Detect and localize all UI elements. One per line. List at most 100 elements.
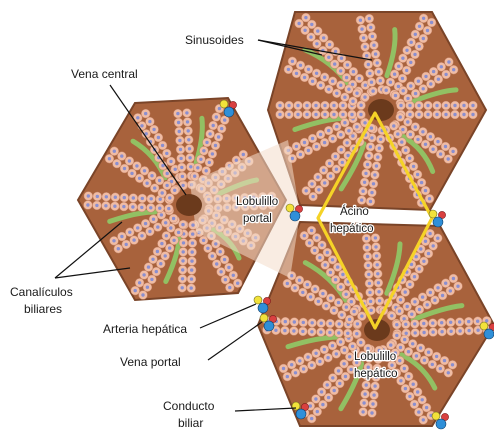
hepatocyte-nucleus	[414, 331, 417, 334]
hepatocyte-nucleus	[425, 406, 428, 409]
hepatocyte-nucleus	[341, 113, 344, 116]
hepatocyte-nucleus	[142, 273, 145, 276]
hepatocyte-nucleus	[441, 294, 444, 297]
hepatocyte-nucleus	[236, 282, 239, 285]
hepatocyte-nucleus	[400, 140, 403, 143]
hepatocyte-nucleus	[369, 300, 372, 303]
hepatocyte-nucleus	[399, 115, 402, 118]
hepatocyte-nucleus	[339, 84, 342, 87]
hepatocyte-nucleus	[360, 198, 363, 201]
hepatocyte-nucleus	[332, 113, 335, 116]
hepatocyte-nucleus	[369, 200, 372, 203]
hepatocyte-nucleus	[304, 16, 307, 19]
hepatocyte-nucleus	[324, 263, 327, 266]
hepatocyte-nucleus	[293, 320, 296, 323]
hepatocyte-nucleus	[205, 169, 208, 172]
hepatocyte-nucleus	[393, 73, 396, 76]
portal-vein-circle	[296, 409, 306, 419]
hepatocyte-nucleus	[405, 69, 408, 72]
hepatocyte-nucleus	[114, 196, 117, 199]
hepatocyte-nucleus	[406, 305, 409, 308]
hepatocyte-nucleus	[370, 411, 373, 414]
hepatocyte-nucleus	[132, 238, 135, 241]
hepatocyte-nucleus	[378, 299, 381, 302]
hepatocyte-nucleus	[313, 249, 316, 252]
label-lobulillo-hepatico-line2: hepático	[354, 368, 397, 380]
hepatocyte-nucleus	[363, 95, 366, 98]
hepatocyte-nucleus	[428, 232, 431, 235]
hepatocyte-nucleus	[370, 309, 373, 312]
hepatocyte-nucleus	[429, 291, 432, 294]
hepatocyte-nucleus	[327, 129, 330, 132]
hepatocyte-nucleus	[366, 347, 369, 350]
hepatocyte-nucleus	[202, 239, 205, 242]
hepatocyte-nucleus	[367, 264, 370, 267]
hepatocyte-nucleus	[178, 130, 181, 133]
hepatocyte-nucleus	[418, 267, 421, 270]
hepatocyte-nucleus	[332, 309, 335, 312]
hepatocyte-nucleus	[337, 301, 340, 304]
hepatocyte-nucleus	[414, 92, 417, 95]
hepatocyte-nucleus	[136, 116, 139, 119]
hepatocyte-nucleus	[370, 126, 373, 129]
portal-vein-circle	[433, 217, 443, 227]
hepatocyte-nucleus	[451, 150, 454, 153]
hepatocyte-nucleus	[335, 352, 338, 355]
hepatocyte-nucleus	[417, 113, 420, 116]
label-conducto-line2: biliar	[178, 416, 203, 430]
hepatocyte-nucleus	[373, 384, 376, 387]
hepatocyte-nucleus	[219, 250, 222, 253]
hepatocyte-nucleus	[164, 254, 167, 257]
hepatocyte-nucleus	[447, 157, 450, 160]
label-vena-central: Vena central	[71, 67, 138, 81]
hepatocyte-nucleus	[416, 390, 419, 393]
hepatocyte-nucleus	[328, 162, 331, 165]
hepatocyte-nucleus	[436, 237, 439, 240]
hepatocyte-nucleus	[397, 65, 400, 68]
hepatocyte-nucleus	[144, 222, 147, 225]
hepatocyte-nucleus	[164, 221, 167, 224]
hepatocyte-nucleus	[155, 270, 158, 273]
hepatocyte-nucleus	[320, 243, 323, 246]
hepatocyte-nucleus	[426, 113, 429, 116]
hepatocyte-nucleus	[131, 205, 134, 208]
hepatocyte-nucleus	[310, 417, 313, 420]
hepatocyte-nucleus	[319, 133, 322, 136]
hepatocyte-nucleus	[424, 143, 427, 146]
hepatocyte-nucleus	[120, 154, 123, 157]
hepatocyte-nucleus	[415, 354, 418, 357]
hepatocyte-nucleus	[407, 350, 410, 353]
hepatocyte-nucleus	[151, 258, 154, 261]
hepatocyte-nucleus	[453, 104, 456, 107]
hepatocyte-nucleus	[372, 44, 375, 47]
hepatocyte-nucleus	[444, 113, 447, 116]
hepatocyte-nucleus	[440, 321, 443, 324]
hepatocyte-nucleus	[422, 37, 425, 40]
hepatocyte-nucleus	[397, 85, 400, 88]
hepatocyte-nucleus	[278, 113, 281, 116]
hepatocyte-nucleus	[406, 120, 409, 123]
hepatocyte-nucleus	[181, 175, 184, 178]
hepatocyte-nucleus	[405, 49, 408, 52]
hepatocyte-nucleus	[298, 279, 301, 282]
portal-vein-circle	[264, 321, 274, 331]
hepatocyte-nucleus	[376, 263, 379, 266]
hepatocyte-nucleus	[471, 113, 474, 116]
hepatocyte-nucleus	[408, 395, 411, 398]
label-canaliculos-line1: Canalículos	[10, 285, 73, 299]
hepatocyte-nucleus	[318, 360, 321, 363]
hepatocyte-nucleus	[177, 231, 180, 234]
hepatocyte-nucleus	[355, 125, 358, 128]
hepatocyte-nucleus	[215, 262, 218, 265]
hepatocyte-nucleus	[274, 329, 277, 332]
hepatocyte-nucleus	[435, 104, 438, 107]
hepatocyte-nucleus	[302, 321, 305, 324]
hepatocyte-nucleus	[323, 104, 326, 107]
hepatocyte-nucleus	[208, 161, 211, 164]
hepatocyte-nucleus	[417, 410, 420, 413]
portal-vein-circle	[484, 329, 494, 339]
hepatocyte-nucleus	[208, 132, 211, 135]
hepatocyte-nucleus	[212, 124, 215, 127]
hepatocyte-nucleus	[368, 72, 371, 75]
